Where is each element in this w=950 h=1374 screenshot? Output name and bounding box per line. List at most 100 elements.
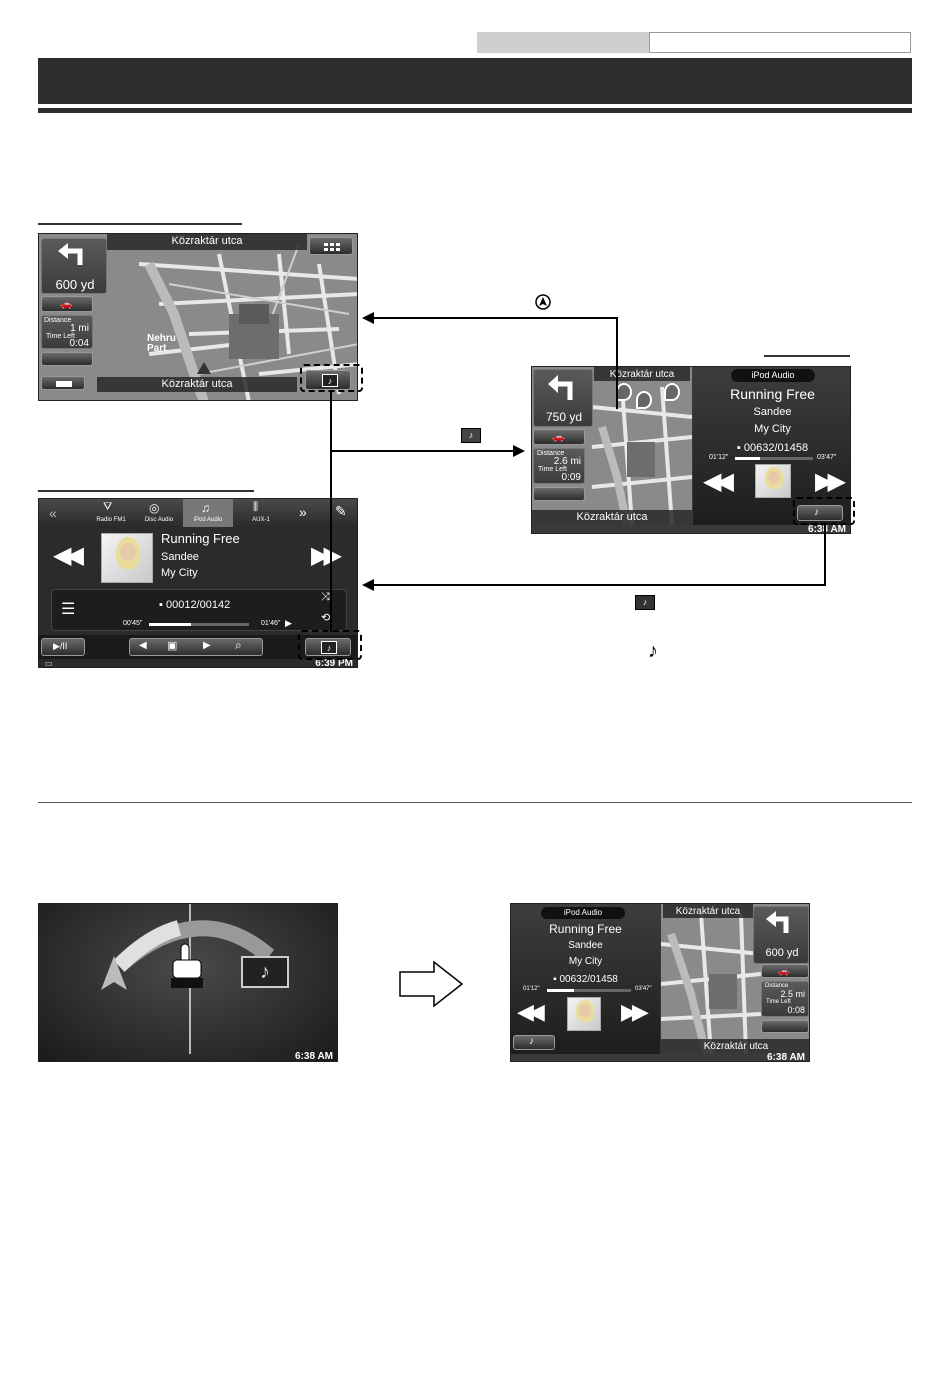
next-button[interactable]: ▶: [203, 640, 211, 651]
album-name: My City: [161, 567, 198, 579]
disc-icon: ◎: [149, 501, 160, 515]
music-button-icon: ♪: [241, 956, 289, 988]
music-button-icon: ♪: [635, 595, 655, 610]
caption-rule-nav: [38, 223, 242, 225]
settings-wrench-icon[interactable]: ✎: [335, 503, 347, 519]
artist-name: Sandee: [753, 406, 792, 418]
previous-track-button[interactable]: ◀◀: [703, 468, 734, 495]
album-browse-icon[interactable]: ▣: [167, 640, 178, 652]
aux-icon: ⫼: [253, 501, 259, 513]
play-pause-icon: ▶/II: [53, 641, 68, 651]
elapsed-time: 00'45": [123, 620, 143, 627]
total-time: 03'47": [817, 454, 837, 461]
artist-name: Sandee: [568, 940, 603, 951]
callout-dashed-box: [300, 364, 363, 392]
distance-value: 2.6 mi: [553, 456, 581, 467]
album-art: [101, 533, 153, 583]
poi-marker: [616, 383, 632, 401]
progress-bar[interactable]: [547, 989, 631, 992]
album-face: [120, 543, 136, 561]
previous-track-button[interactable]: ◀◀: [53, 542, 84, 569]
gesture-screen: ♪ 6:38 AM: [38, 903, 338, 1062]
connector-vertical: [330, 392, 332, 632]
scroll-left-button[interactable]: «: [49, 505, 57, 521]
result-clock: 6:38 AM: [767, 1052, 805, 1062]
source-radio[interactable]: Radio FM1: [96, 517, 126, 523]
track-number-value: 00632/01458: [743, 442, 809, 454]
repeat-icon[interactable]: ⟲: [321, 612, 331, 624]
split-turn-panel: 750 yd: [533, 369, 593, 427]
poi-marker: [664, 383, 680, 401]
callout-dashed-box: [793, 497, 855, 525]
browse-controls: [129, 638, 263, 656]
traffic-button[interactable]: 🚗: [533, 429, 585, 445]
split-turn-distance: 750 yd: [545, 410, 583, 424]
keyboard-button[interactable]: [41, 376, 85, 390]
split-clock: 6:38 AM: [808, 524, 846, 534]
music-map-icon: ♪: [321, 641, 337, 654]
gesture-clock: 6:38 AM: [295, 1051, 333, 1062]
source-ipod-active[interactable]: [183, 499, 233, 527]
route-button[interactable]: [41, 352, 93, 366]
split-screen-button[interactable]: ♪: [305, 638, 351, 656]
music-button[interactable]: ♪: [797, 505, 843, 521]
elapsed-time: 01'12": [709, 454, 729, 461]
trip-info-panel: Distance 1 mi Time Left 0:04: [41, 315, 93, 349]
traffic-button[interactable]: 🚗: [761, 964, 809, 978]
music-button[interactable]: ♪: [513, 1035, 555, 1050]
car-icon: 🚗: [60, 299, 73, 310]
progress-fill: [149, 623, 191, 626]
distance-label: Distance: [537, 450, 565, 457]
album-art: [755, 464, 791, 498]
result-turn-distance: 600 yd: [765, 947, 799, 959]
next-track-button[interactable]: ▶▶: [311, 542, 342, 569]
next-track-button[interactable]: ▶▶: [815, 468, 846, 495]
split-trip-info-panel: Distance 2.6 mi Time Left 0:09: [533, 448, 585, 484]
time-value: 0:09: [561, 472, 581, 483]
header-tab-white: [649, 32, 911, 53]
previous-track-button[interactable]: ◀◀: [517, 999, 545, 1024]
connector-to-nav: [370, 317, 618, 319]
progress-bar[interactable]: [735, 457, 813, 460]
arrowhead-left: [362, 579, 374, 591]
grid-icon: [324, 243, 340, 251]
poi-marker: [636, 391, 652, 409]
scroll-right-button[interactable]: »: [299, 504, 307, 520]
time-value: 0:08: [787, 1005, 805, 1015]
track-title: Running Free: [549, 922, 622, 936]
album-art: [567, 997, 601, 1031]
turn-panel: 600 yd: [41, 238, 107, 294]
audio-clock: 6:39 PM: [315, 658, 353, 668]
music-map-icon: ♪: [322, 374, 338, 387]
music-note-icon: ♫: [201, 501, 210, 515]
progress-bar[interactable]: [149, 623, 249, 626]
route-button[interactable]: [533, 487, 585, 501]
play-pause-button[interactable]: ▶/II: [41, 638, 85, 656]
traffic-button[interactable]: 🚗: [41, 296, 93, 312]
source-ipod: iPod Audio: [193, 517, 223, 523]
previous-button[interactable]: ◀: [139, 640, 147, 651]
distance-label: Distance: [765, 983, 789, 989]
route-button[interactable]: [761, 1020, 809, 1033]
split-screen-button[interactable]: ♪: [305, 370, 351, 390]
search-icon[interactable]: ⌕: [235, 638, 242, 652]
shuffle-icon[interactable]: ⤨: [321, 591, 330, 603]
source-aux[interactable]: AUX-1: [252, 517, 270, 523]
navigation-circle-icon: [535, 294, 551, 310]
result-arrow-icon: [399, 960, 464, 1008]
time-value: 0:04: [69, 338, 89, 349]
street-bottom: Közraktár utca: [97, 377, 297, 392]
next-track-button[interactable]: ▶▶: [621, 999, 649, 1024]
menu-grid-button[interactable]: [309, 237, 353, 255]
track-number-value: 00012/00142: [165, 599, 231, 611]
navigation-arrow-icon: [101, 956, 127, 990]
distance-label: Distance: [44, 317, 72, 324]
time-label: Time Left: [766, 999, 791, 1005]
list-icon[interactable]: ☰: [61, 601, 76, 618]
turn-left-icon: [548, 375, 573, 400]
split-screen: Közraktár utca 750 yd 🚗 Distance 2.6 mi …: [531, 366, 851, 534]
total-time: 01'46": [261, 620, 281, 627]
result-turn-panel: 600 yd: [753, 906, 809, 964]
track-number-value: 00632/01458: [559, 974, 618, 985]
source-disc[interactable]: Disc Audio: [144, 517, 174, 523]
